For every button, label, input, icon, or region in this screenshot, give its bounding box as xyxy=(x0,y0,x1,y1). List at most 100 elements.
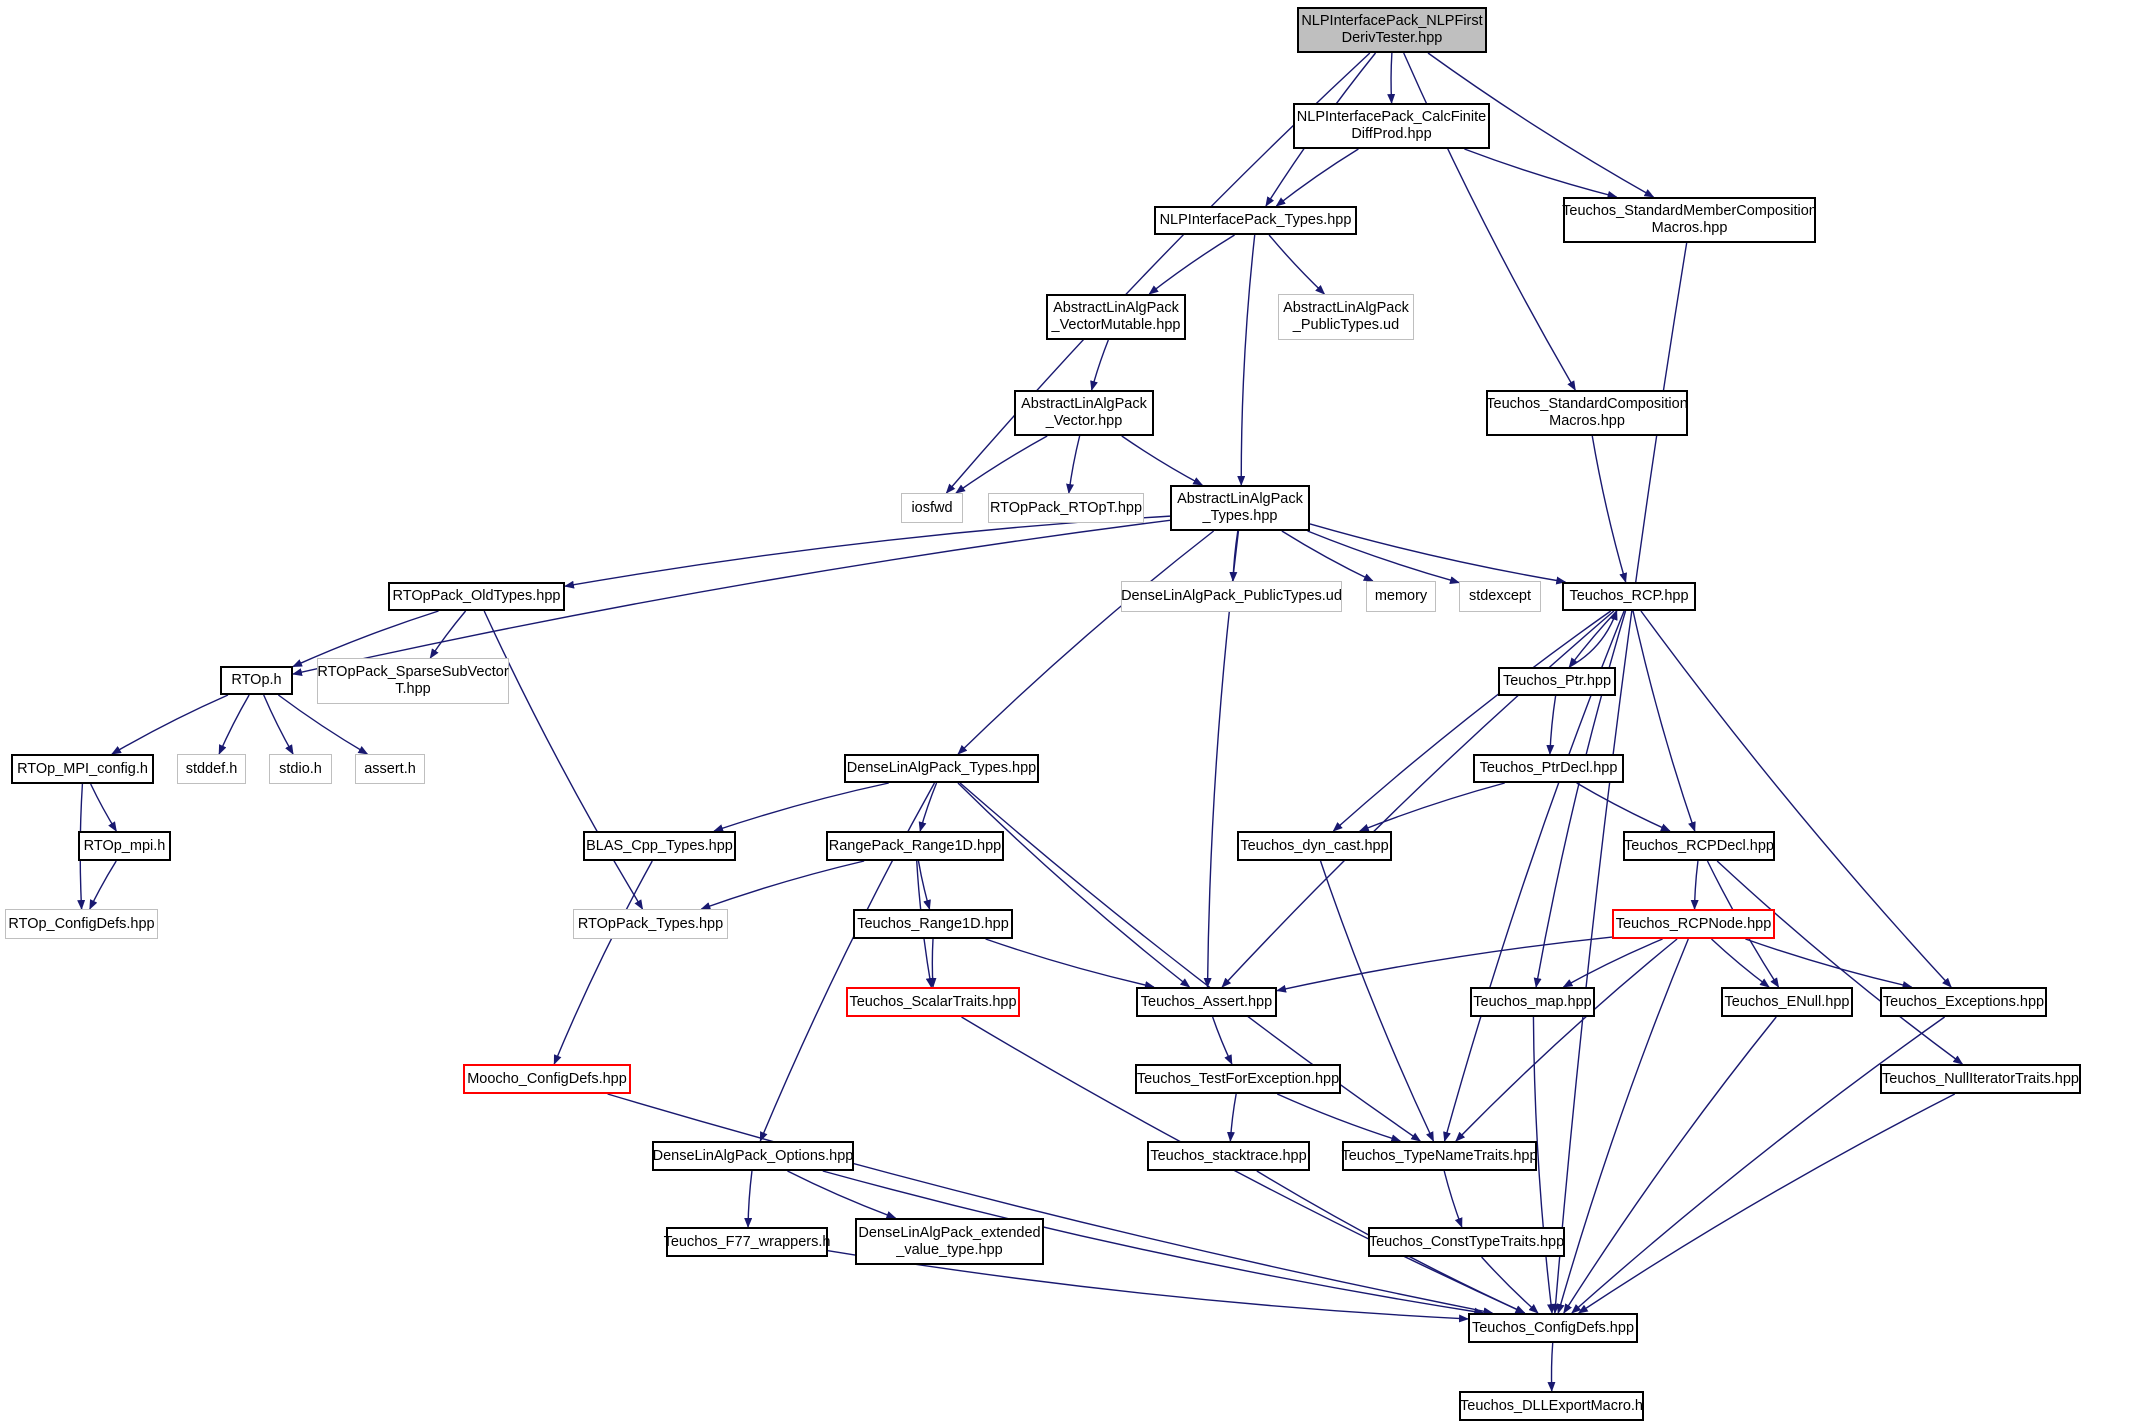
node-denselinalgpack-extended-value-type[interactable]: DenseLinAlgPack_extended _value_type.hpp xyxy=(855,1218,1044,1265)
node-teuchos-rcpnode[interactable]: Teuchos_RCPNode.hpp xyxy=(1612,909,1775,939)
edge-rcpnode-to-enull xyxy=(1711,938,1770,988)
node-nlpfirstderivtester-root[interactable]: NLPInterfacePack_NLPFirst DerivTester.hp… xyxy=(1297,7,1487,53)
edge-blas-to-moocho xyxy=(553,860,653,1065)
edge-rtop_mpi-to-rtop_cfgdefs xyxy=(89,860,117,910)
node-teuchos-stacktrace[interactable]: Teuchos_stacktrace.hpp xyxy=(1147,1141,1310,1171)
node-nlpinterfacepack-types[interactable]: NLPInterfacePack_Types.hpp xyxy=(1154,206,1357,235)
node-teuchos-exceptions[interactable]: Teuchos_Exceptions.hpp xyxy=(1880,987,2047,1017)
node-abstractlinalgpack-types[interactable]: AbstractLinAlgPack _Types.hpp xyxy=(1170,485,1310,531)
node-standardcompositionmacros[interactable]: Teuchos_StandardComposition Macros.hpp xyxy=(1486,390,1688,436)
edge-nlptypes-to-ala_vm xyxy=(1148,234,1235,295)
edge-ala_vm-to-ala_vec xyxy=(1090,339,1109,391)
edge-ptrdecl-to-rcpdecl xyxy=(1576,782,1671,832)
node-stdio-h[interactable]: stdio.h xyxy=(269,754,332,784)
node-teuchos-range1d[interactable]: Teuchos_Range1D.hpp xyxy=(853,909,1013,939)
node-teuchos-dyn-cast[interactable]: Teuchos_dyn_cast.hpp xyxy=(1237,831,1392,861)
node-teuchos-dllexportmacro[interactable]: Teuchos_DLLExportMacro.h xyxy=(1459,1391,1644,1421)
edge-typename-to-consttype xyxy=(1443,1170,1463,1228)
node-teuchos-f77-wrappers[interactable]: Teuchos_F77_wrappers.h xyxy=(664,1227,830,1257)
edge-root-to-smcm xyxy=(1427,52,1655,198)
node-teuchos-map[interactable]: Teuchos_map.hpp xyxy=(1470,987,1595,1017)
edge-range1d_rp-to-t_range1d xyxy=(917,860,931,910)
node-teuchos-scalartraits[interactable]: Teuchos_ScalarTraits.hpp xyxy=(846,987,1020,1017)
edge-moocho-to-cfgdefs xyxy=(607,1093,1494,1316)
edge-ala_types-to-rtoph xyxy=(292,519,1171,677)
edge-rtoph-to-asserth xyxy=(277,694,369,755)
edge-t_range1d-to-scalartraits xyxy=(928,938,937,988)
edge-ala_vec-to-iosfwd xyxy=(955,435,1048,494)
edge-ala_types-to-stdexcept xyxy=(1307,530,1460,584)
node-blas-cpp-types[interactable]: BLAS_Cpp_Types.hpp xyxy=(583,831,736,861)
node-abstractlinalgpack-publictypes[interactable]: AbstractLinAlgPack _PublicTypes.ud xyxy=(1278,294,1414,340)
node-teuchos-typenametraits[interactable]: Teuchos_TypeNameTraits.hpp xyxy=(1341,1141,1538,1171)
node-rangepack-range1d[interactable]: RangePack_Range1D.hpp xyxy=(826,831,1004,861)
node-teuchos-rcp[interactable]: Teuchos_RCP.hpp xyxy=(1562,582,1696,611)
edge-dla_types-to-range1d_rp xyxy=(918,782,938,832)
node-rtop-mpi[interactable]: RTOp_mpi.h xyxy=(78,831,171,861)
node-memory[interactable]: memory xyxy=(1366,581,1436,612)
edge-ala_types-to-dla_types xyxy=(957,530,1215,755)
edge-dla_types-to-dla_opts xyxy=(759,782,936,1142)
node-teuchos-consttypetraits[interactable]: Teuchos_ConstTypeTraits.hpp xyxy=(1368,1227,1565,1257)
edge-rcp-to-t_map xyxy=(1533,610,1627,988)
edge-ala_vec-to-rtopt xyxy=(1066,435,1081,494)
edge-ptr-to-rcp xyxy=(1568,610,1618,668)
edge-t_map-to-cfgdefs xyxy=(1532,1016,1555,1314)
edge-rcpnode-to-exceptions xyxy=(1745,938,1913,989)
node-teuchos-testforexception[interactable]: Teuchos_TestForException.hpp xyxy=(1135,1064,1341,1094)
edge-rtoph-to-rtop_mpi_cfg xyxy=(111,694,229,755)
edge-rcp-to-rcpdecl xyxy=(1632,610,1696,832)
edge-dla_opts-to-dla_ext xyxy=(787,1170,897,1219)
edge-rtoph-to-stddef xyxy=(218,694,250,755)
node-teuchos-nulliteratortraits[interactable]: Teuchos_NullIteratorTraits.hpp xyxy=(1880,1064,2081,1094)
edge-dla_types-to-blas xyxy=(713,782,889,832)
edge-rcpdecl-to-rcpnode xyxy=(1690,860,1699,910)
edge-rtoph-to-stdio xyxy=(263,694,294,755)
edge-consttype-to-cfgdefs xyxy=(1481,1256,1539,1314)
node-teuchos-assert[interactable]: Teuchos_Assert.hpp xyxy=(1136,987,1277,1017)
node-calcfinitediffprod[interactable]: NLPInterfacePack_CalcFinite DiffProd.hpp xyxy=(1293,103,1490,149)
edge-rtop_old-to-rtoph xyxy=(292,610,439,668)
edge-dla_opts-to-cfgdefs xyxy=(822,1170,1485,1316)
edge-ptr-to-ptrdecl xyxy=(1546,695,1557,755)
node-rtoppack-types[interactable]: RTOpPack_Types.hpp xyxy=(573,909,728,939)
node-teuchos-ptr[interactable]: Teuchos_Ptr.hpp xyxy=(1498,667,1616,696)
edge-nlptypes-to-ala_types xyxy=(1237,234,1256,486)
edge-rcp-to-exceptions xyxy=(1640,610,1952,988)
node-abstractlinalgpack-vector[interactable]: AbstractLinAlgPack _Vector.hpp xyxy=(1014,390,1154,436)
edge-dyncast-to-typename xyxy=(1319,860,1435,1142)
node-rtoppack-oldtypes[interactable]: RTOpPack_OldTypes.hpp xyxy=(388,582,565,611)
edge-rcp-to-t_assert xyxy=(1221,610,1615,988)
node-abstractlinalgpack-vectormutable[interactable]: AbstractLinAlgPack _VectorMutable.hpp xyxy=(1046,294,1186,340)
node-stdexcept[interactable]: stdexcept xyxy=(1459,581,1541,612)
edge-enull-to-cfgdefs xyxy=(1563,1016,1777,1314)
edge-range1d_rp-to-rtoppack_types xyxy=(700,860,865,910)
edge-dla_types-to-typename xyxy=(959,782,1422,1142)
node-standardmembercompositionmacros[interactable]: Teuchos_StandardMemberComposition Macros… xyxy=(1562,197,1817,243)
edge-testforexc-to-typename xyxy=(1276,1093,1402,1143)
edge-root-to-calcfd xyxy=(1387,52,1396,104)
node-teuchos-configdefs[interactable]: Teuchos_ConfigDefs.hpp xyxy=(1468,1313,1638,1343)
edge-rcpnode-to-t_assert xyxy=(1276,936,1613,993)
node-teuchos-rcpdecl[interactable]: Teuchos_RCPDecl.hpp xyxy=(1623,831,1775,861)
node-stddef-h[interactable]: stddef.h xyxy=(177,754,246,784)
edge-dla_opts-to-f77 xyxy=(744,1170,753,1228)
node-denselinalgpack-types[interactable]: DenseLinAlgPack_Types.hpp xyxy=(844,754,1039,783)
node-moocho-configdefs[interactable]: Moocho_ConfigDefs.hpp xyxy=(463,1064,631,1094)
edge-ptrdecl-to-dyncast xyxy=(1358,782,1505,832)
node-rtop-mpi-config[interactable]: RTOp_MPI_config.h xyxy=(11,754,154,784)
edge-t_range1d-to-t_assert xyxy=(985,938,1155,989)
node-rtop-configdefs[interactable]: RTOp_ConfigDefs.hpp xyxy=(5,909,158,939)
node-assert-h[interactable]: assert.h xyxy=(355,754,425,784)
node-rtop-h[interactable]: RTOp.h xyxy=(220,666,293,695)
node-rtoppack-rtopt[interactable]: RTOpPack_RTOpT.hpp xyxy=(988,493,1144,523)
node-iosfwd[interactable]: iosfwd xyxy=(901,493,963,523)
node-teuchos-ptrdecl[interactable]: Teuchos_PtrDecl.hpp xyxy=(1473,754,1624,783)
node-denselinalgpack-options[interactable]: DenseLinAlgPack_Options.hpp xyxy=(652,1141,854,1171)
node-denselinalgpack-publictypes[interactable]: DenseLinAlgPack_PublicTypes.ud xyxy=(1121,581,1342,612)
node-teuchos-enull[interactable]: Teuchos_ENull.hpp xyxy=(1721,987,1853,1017)
edge-dla_types-to-t_assert xyxy=(957,782,1191,988)
node-rtoppack-sparsesubvector[interactable]: RTOpPack_SparseSubVector T.hpp xyxy=(317,658,509,704)
edge-calcfd-to-smcm xyxy=(1464,148,1618,199)
